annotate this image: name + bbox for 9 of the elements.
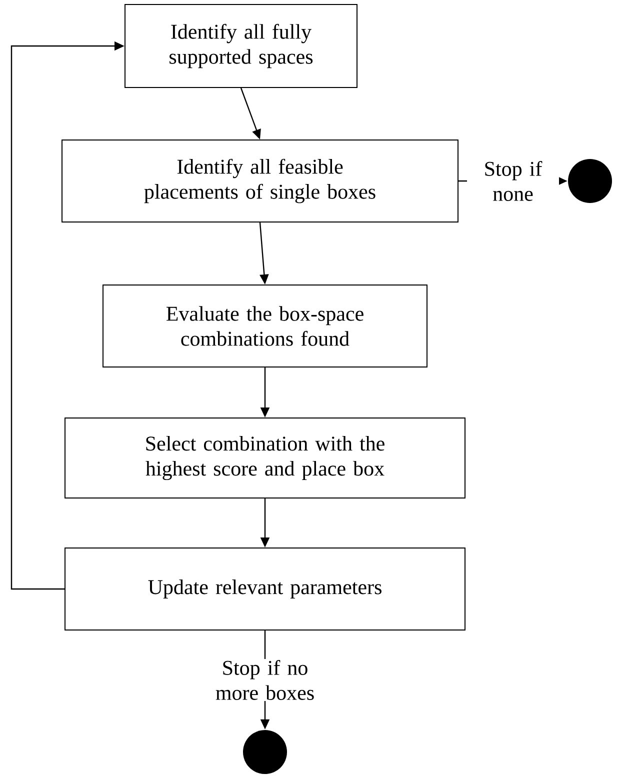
- process-box: Update relevant parameters: [64, 548, 466, 630]
- process-box: Identify all fully supported spaces: [124, 4, 358, 88]
- process-box: Evaluate the box-space combinations found: [102, 284, 428, 368]
- process-box: Identify all feasible placements of single boxes: [62, 140, 458, 222]
- terminal-dot: [568, 159, 612, 203]
- process-box: Select combination with the highest score and place box: [64, 418, 466, 498]
- edge-label: Stop if no more boxes: [204, 659, 326, 701]
- terminal-dot: [243, 730, 287, 774]
- edge-label: Stop if none: [467, 160, 559, 202]
